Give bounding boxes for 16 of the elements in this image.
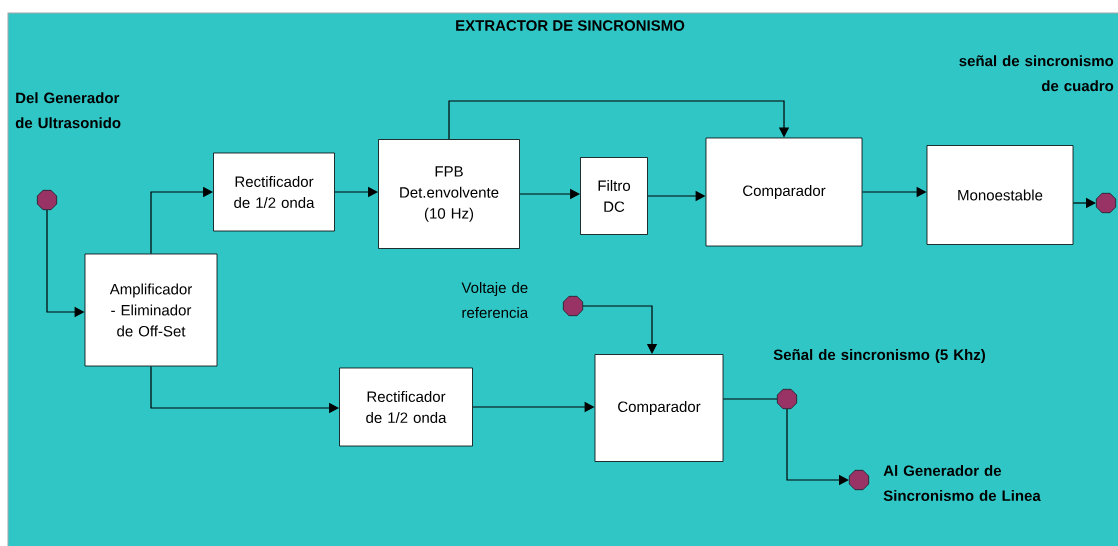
arrow [448,100,790,140]
terminal-label: Señal de sincronismo (5 Khz) [773,349,985,363]
title: EXTRACTOR DE SINCRONISMO [456,20,685,31]
block-box: Comparador [705,137,863,247]
terminal-label: Al Generador de Sincronismo de Linea [883,465,1041,501]
block-box: Amplificador - Eliminador de Off-Set [84,253,218,367]
signal-label: Del Generador de Ultrasonido [15,92,121,129]
terminal-dot [1096,193,1116,213]
block-box: Comparador [594,354,724,462]
block-box: Rectificador de 1/2 onda [339,367,473,447]
block-box: Filtro DC [580,157,648,235]
terminal-label: Voltaje de referencia [461,282,529,318]
signal-label: señal de sincronismo de cuadro [959,55,1114,92]
block-box: Rectificador de 1/2 onda [213,152,335,232]
block-box: Monoestable [926,145,1074,245]
block-box: FPB Det.envolvente (10 Hz) [378,139,520,249]
